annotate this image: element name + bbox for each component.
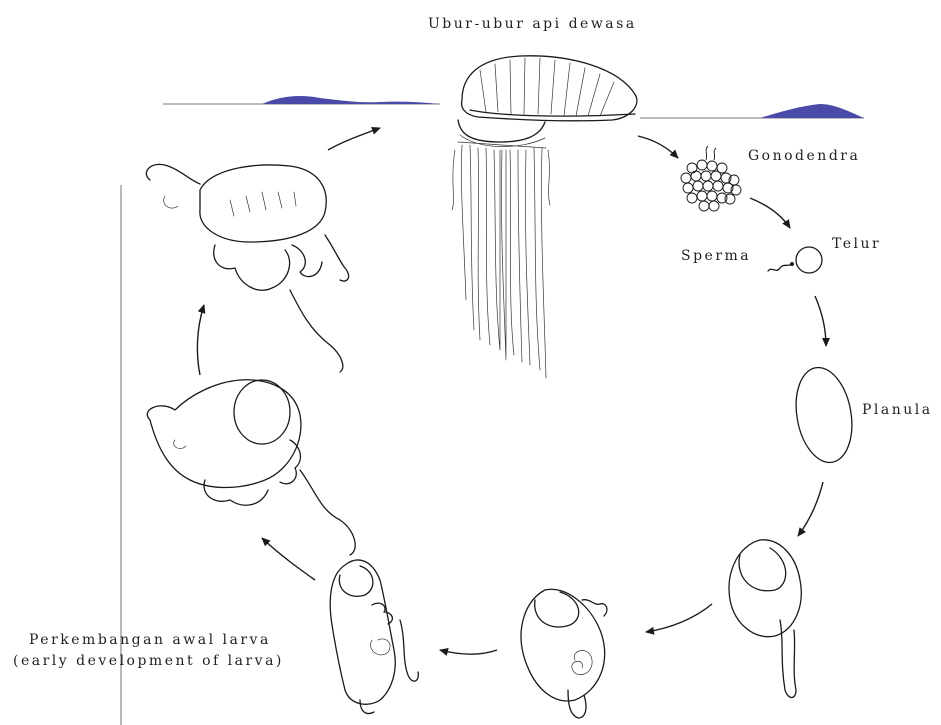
gonodendra-illustration — [681, 146, 741, 211]
egg-label: Telur — [832, 236, 881, 252]
adult-man-o-war-illustration — [452, 56, 637, 378]
larva-label-line1: Perkembangan awal larva — [29, 632, 271, 648]
sperm-label: Sperma — [681, 248, 751, 264]
cycle-arrows — [197, 128, 826, 654]
egg-illustration — [796, 247, 822, 273]
planula-illustration — [789, 363, 859, 467]
adult-label: Ubur-ubur api dewasa — [428, 16, 637, 32]
sperm-illustration — [768, 262, 794, 271]
larva-label-line2: (early development of larva) — [13, 653, 284, 669]
larva-stage-5-illustration — [146, 164, 348, 372]
larva-stage-2-illustration — [521, 589, 607, 718]
gonodendra-label: Gonodendra — [748, 148, 860, 164]
planula-label: Planula — [862, 402, 933, 418]
larva-stage-1-illustration — [729, 540, 801, 698]
larva-stage-3-illustration — [330, 560, 418, 714]
larva-stage-4-illustration — [147, 380, 355, 555]
